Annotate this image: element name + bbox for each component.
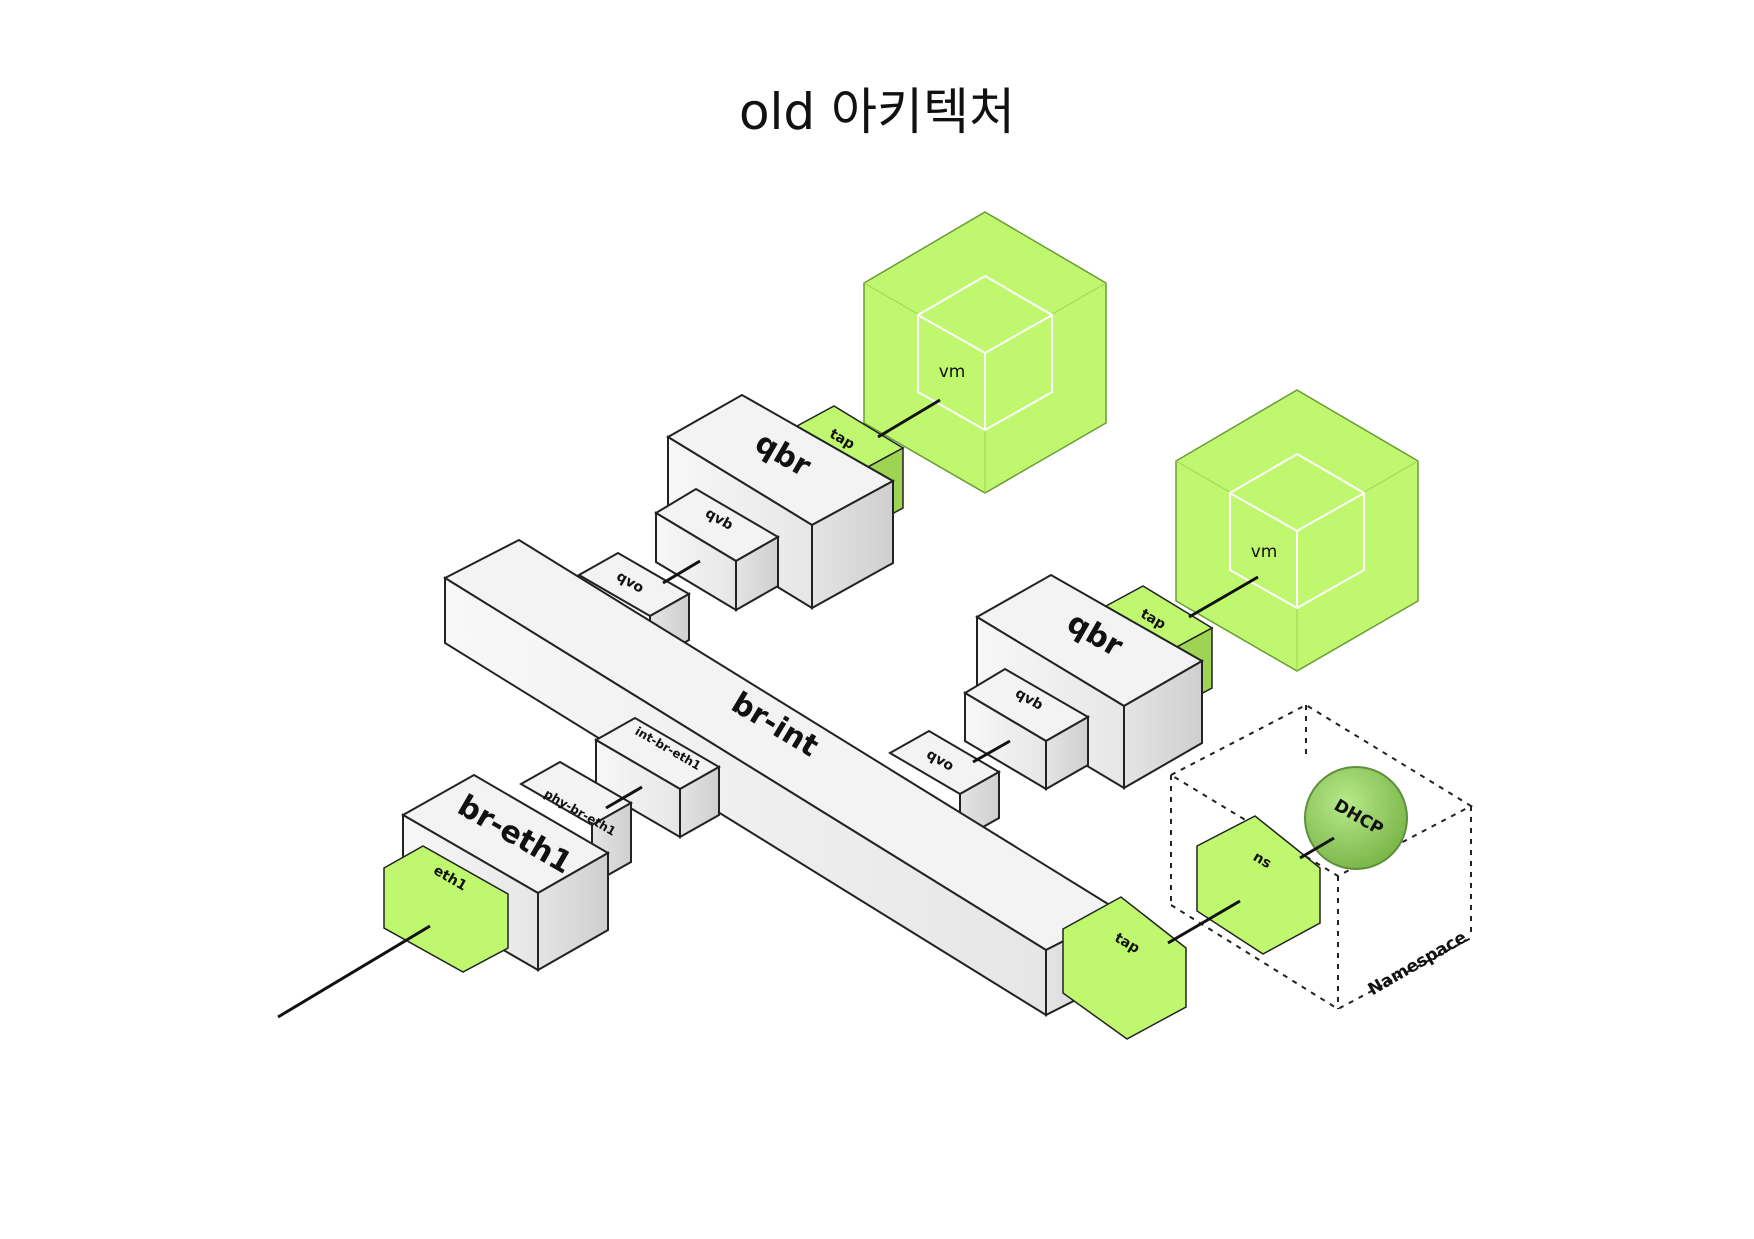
link-ns-dhcp [1299,836,1335,860]
link-tap-vm-top [877,398,941,439]
qvb-port-right[interactable]: qvb [963,667,1091,791]
ns-port[interactable]: ns [1196,815,1321,955]
dhcp-server[interactable]: DHCP [1304,766,1408,870]
vm-cube-top[interactable]: vm [863,211,1107,494]
link-tap-ns [1167,899,1241,945]
vm-cube-right[interactable]: vm [1175,389,1419,672]
connections [277,398,1335,1019]
link-qvo-qvb-right [972,739,1011,764]
link-external-eth1 [277,924,431,1019]
link-qvo-qvb-top [662,559,701,585]
eth1-port[interactable]: eth1 [383,845,509,973]
vm-label: vm [939,362,966,382]
namespace-label: Namespace [1365,927,1471,999]
namespace-box [1168,703,1474,1011]
vm-label: vm [1251,542,1278,562]
link-tap-vm-right [1188,575,1259,619]
tap-port-bottom[interactable]: tap [1062,896,1187,1040]
ns-label: ns [1250,849,1274,872]
page-title: old 아키텍처 [738,83,1016,141]
link-phy-int-eth1 [605,785,643,810]
qvo-port-right[interactable]: qvo [887,729,1002,842]
qvb-port-top[interactable]: qvb [654,487,780,612]
